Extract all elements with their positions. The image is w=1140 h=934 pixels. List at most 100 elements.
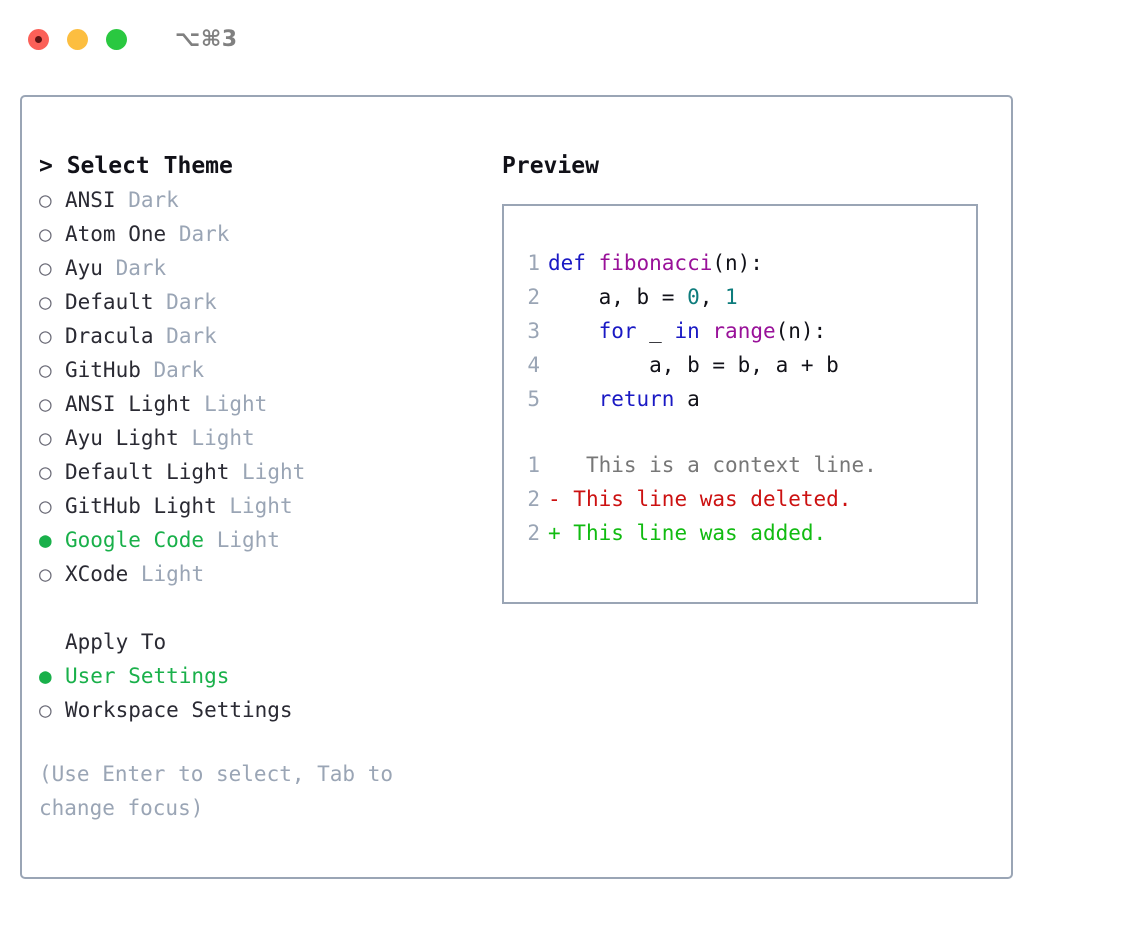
apply-to-heading-marker-space: ○ — [39, 625, 65, 659]
code-token: range — [712, 319, 776, 343]
radio-unselected-icon: ○ — [39, 358, 52, 382]
theme-option-tag: Light — [191, 426, 255, 450]
close-window-button[interactable] — [28, 28, 49, 50]
theme-option-dracula[interactable]: ○ Dracula Dark — [39, 319, 469, 353]
apply-to-heading-label: Apply To — [65, 630, 167, 654]
theme-option-label: Atom One — [65, 222, 167, 246]
radio-unselected-icon: ○ — [39, 426, 52, 450]
theme-list-column: > Select Theme ○ANSI Dark○Atom One Dark○… — [39, 149, 469, 825]
line-number: 4 — [527, 353, 540, 377]
preview-heading: Preview — [502, 153, 599, 179]
code-token: def — [548, 251, 599, 275]
theme-option-ansi[interactable]: ○ANSI Dark — [39, 183, 469, 217]
diff-text: This line was deleted. — [560, 487, 852, 511]
code-token: _ — [636, 319, 675, 343]
theme-option-tag: Light — [242, 460, 306, 484]
theme-option-github-light[interactable]: ○ GitHub Light Light — [39, 489, 469, 523]
keyboard-hint: (Use Enter to select, Tab to change focu… — [39, 762, 394, 820]
line-number: 1 — [527, 251, 540, 275]
theme-option-tag: Light — [204, 392, 268, 416]
line-number: 2 — [527, 285, 540, 309]
code-token: 1 — [725, 285, 738, 309]
radio-unselected-icon: ○ — [39, 222, 52, 246]
theme-option-default[interactable]: ○ Default Dark — [39, 285, 469, 319]
theme-option-label: XCode — [65, 562, 129, 586]
radio-selected-icon: ● — [39, 528, 52, 552]
code-token: in — [674, 319, 700, 343]
radio-unselected-icon: ○ — [39, 188, 52, 212]
theme-option-default-light[interactable]: ○ Default Light Light — [39, 455, 469, 489]
select-theme-heading: > Select Theme — [39, 153, 233, 179]
title-bar: ⌥⌘3 — [0, 0, 1140, 78]
code-token: (n): — [712, 251, 763, 275]
theme-option-tag: Dark — [166, 290, 217, 314]
theme-option-label: GitHub — [65, 358, 141, 382]
theme-option-tag: Light — [216, 528, 280, 552]
theme-option-xcode[interactable]: ○XCode Light — [39, 557, 469, 591]
theme-option-label: Dracula — [65, 324, 154, 348]
code-line: 4 a, b = b, a + b — [504, 348, 976, 382]
code-line: 3 for _ in range(n): — [504, 314, 976, 348]
theme-option-label: Ayu — [65, 256, 103, 280]
code-token: fibonacci — [598, 251, 713, 275]
window-controls — [28, 28, 127, 50]
code-token: a, b = — [548, 285, 688, 309]
line-number: 5 — [527, 387, 540, 411]
radio-unselected-icon: ○ — [39, 290, 52, 314]
theme-option-ayu[interactable]: ○ Ayu Dark — [39, 251, 469, 285]
theme-option-ansi-light[interactable]: ○ ANSI Light Light — [39, 387, 469, 421]
line-number: 1 — [527, 453, 540, 477]
radio-unselected-icon: ○ — [39, 494, 52, 518]
code-token — [548, 387, 599, 411]
radio-unselected-icon: ○ — [39, 324, 52, 348]
apply-to-option-label: User Settings — [65, 664, 230, 688]
theme-option-label: Ayu Light — [65, 426, 179, 450]
theme-option-tag: Dark — [166, 324, 217, 348]
theme-option-label: Default Light — [65, 460, 230, 484]
diff-line: 2- This line was deleted. — [504, 482, 976, 516]
diff-sign: + — [548, 521, 561, 545]
apply-to-option-label: Workspace Settings — [65, 698, 293, 722]
theme-selector-panel: > Select Theme ○ANSI Dark○Atom One Dark○… — [20, 95, 1013, 879]
diff-sign: - — [548, 487, 561, 511]
line-number: 3 — [527, 319, 540, 343]
code-line: 5 return a — [504, 382, 976, 416]
code-token: return — [598, 387, 675, 411]
line-number: 2 — [527, 487, 540, 511]
theme-option-tag: Light — [140, 562, 205, 586]
theme-option-tag: Light — [229, 494, 293, 518]
apply-to-list: ● User Settings ○Workspace Settings — [39, 659, 469, 727]
radio-unselected-icon: ○ — [39, 392, 52, 416]
radio-selected-icon: ● — [39, 664, 52, 688]
code-token — [700, 319, 713, 343]
code-token: 0 — [687, 285, 700, 309]
code-token — [548, 319, 599, 343]
theme-option-label: GitHub Light — [65, 494, 217, 518]
theme-option-google-code[interactable]: ● Google Code Light — [39, 523, 469, 557]
theme-option-tag: Dark — [178, 222, 230, 246]
theme-option-label: Google Code — [65, 528, 205, 552]
maximize-window-button[interactable] — [106, 28, 127, 50]
theme-option-label: Default — [65, 290, 154, 314]
list-gap — [39, 591, 469, 625]
minimize-window-button[interactable] — [67, 28, 88, 50]
theme-option-tag: Dark — [128, 188, 179, 212]
code-token: (n): — [775, 319, 827, 343]
theme-option-label: ANSI Light — [65, 392, 192, 416]
radio-unselected-icon: ○ — [39, 460, 52, 484]
radio-unselected-icon: ○ — [39, 256, 52, 280]
diff-line: 2+ This line was added. — [504, 516, 976, 550]
line-number: 2 — [527, 521, 540, 545]
theme-option-tag: Dark — [115, 256, 167, 280]
theme-option-ayu-light[interactable]: ○ Ayu Light Light — [39, 421, 469, 455]
apply-to-option-user-settings[interactable]: ● User Settings — [39, 659, 469, 693]
theme-list: ○ANSI Dark○Atom One Dark○Ayu Dark○Defaul… — [39, 183, 469, 591]
apply-to-option-workspace-settings[interactable]: ○Workspace Settings — [39, 693, 469, 727]
code-token: a — [674, 387, 700, 411]
theme-option-github[interactable]: ○GitHub Dark — [39, 353, 469, 387]
theme-option-atom-one[interactable]: ○ Atom One Dark — [39, 217, 469, 251]
code-token: for — [598, 319, 637, 343]
